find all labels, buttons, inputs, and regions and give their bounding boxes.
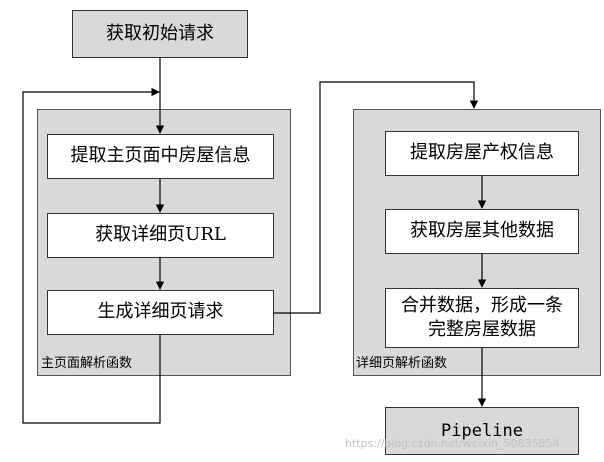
pipeline-node: Pipeline xyxy=(385,407,579,455)
main-parser-caption: 主页面解析函数 xyxy=(41,356,133,371)
extract-main-info-node: 提取主页面中房屋信息 xyxy=(47,134,274,179)
extract-property-node: 提取房屋产权信息 xyxy=(385,131,579,176)
start-request-node: 获取初始请求 xyxy=(72,10,248,58)
arrow-request-to-detail xyxy=(274,81,479,314)
merge-data-node: 合并数据，形成一条完整房屋数据 xyxy=(385,288,579,348)
detail-parser-caption: 详细页解析函数 xyxy=(356,356,448,371)
watermark-text: https://blog.csdn.net/weixin_50835854 xyxy=(345,437,560,450)
arrow-loop-back xyxy=(22,87,161,424)
get-detail-url-node: 获取详细页URL xyxy=(47,213,274,258)
get-other-data-node: 获取房屋其他数据 xyxy=(385,209,579,254)
gen-detail-request-node: 生成详细页请求 xyxy=(47,290,274,335)
